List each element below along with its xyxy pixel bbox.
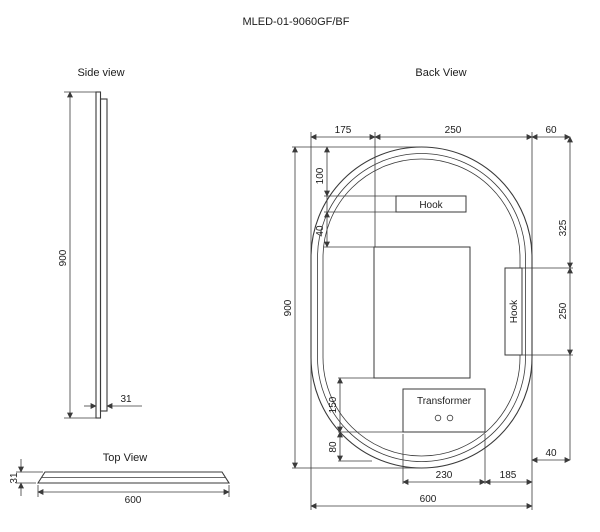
dim-right-mid-text: 250 [558,302,569,319]
top-view-outline [36,471,231,484]
side-view-frame-profile [99,98,108,412]
dim-top-right-text: 60 [545,125,557,136]
dim-left-mid-text: 40 [315,225,326,237]
back-view-label: Back View [415,67,466,79]
mirror-outer-outline [310,146,533,469]
hook-right-box [504,267,523,356]
top-view-width-dim-text: 600 [125,495,142,506]
transformer-hole-right [446,414,454,422]
side-view-height-dim-text: 900 [58,249,69,266]
transformer-box [402,388,486,433]
dim-top-left-text: 175 [335,125,352,136]
drawing-title: MLED-01-9060GF/BF [243,16,350,28]
hook-top-label: Hook [419,200,443,211]
dim-top-center-text: 250 [445,125,462,136]
dim-left-upper-text: 100 [315,167,326,184]
side-view: Side view 900 31 [58,67,142,419]
back-view: Back View Hook Hook Transformer [283,67,573,510]
transformer-label: Transformer [417,396,472,407]
side-view-label: Side view [77,67,124,79]
dim-left-lower-text: 150 [328,396,339,413]
top-view: Top View 31 600 [9,452,231,506]
back-view-extension-lines [292,132,573,510]
back-panel [373,246,471,379]
top-view-label: Top View [103,452,147,464]
dim-right-upper-text: 325 [558,219,569,236]
dim-height-text: 900 [283,299,294,316]
dim-bottom-left-text: 230 [436,470,453,481]
dim-left-bottom-text: 80 [328,441,339,453]
dim-width-text: 600 [420,494,437,505]
side-view-thickness-extension-lines [95,400,108,412]
mirror-mid-outline [317,153,526,462]
transformer-hole-left [434,414,442,422]
hook-right-label: Hook [509,299,520,323]
hook-top-box [395,195,467,213]
dim-right-bottom-text: 40 [545,448,557,459]
dim-bottom-right-text: 185 [500,470,517,481]
side-view-glass-profile [95,91,102,419]
top-view-thickness-dim-text: 31 [9,472,20,484]
side-view-thickness-dim-text: 31 [120,394,132,405]
